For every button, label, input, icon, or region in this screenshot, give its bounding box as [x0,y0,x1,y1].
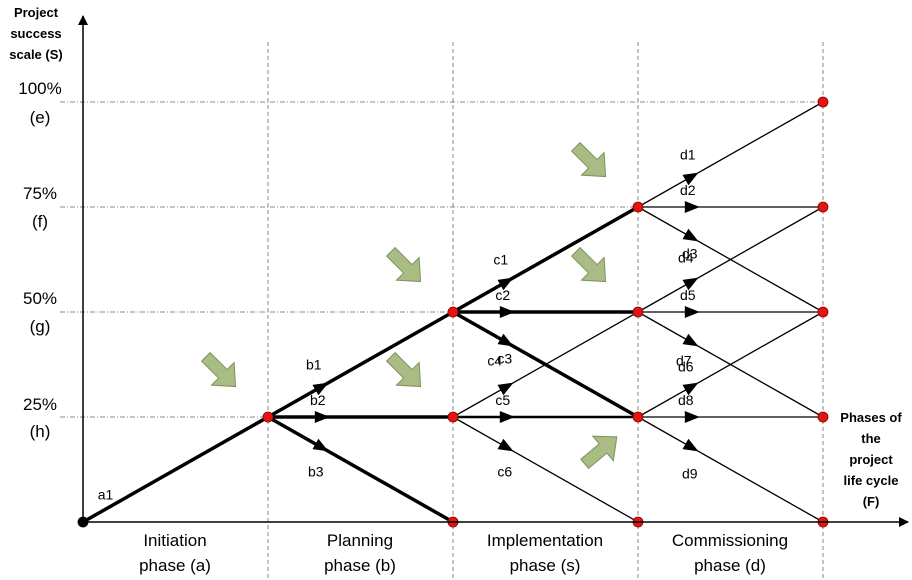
transition-b1 [266,310,455,419]
phase-name-initiation: Initiation [143,531,206,550]
x-axis-title-line: (F) [863,494,880,509]
decision-arrow-icon [385,246,422,283]
state-node [817,306,829,318]
level-value-75: 75% [23,184,57,203]
state-node [817,411,829,423]
arrowhead-d9 [682,438,699,452]
arrowhead-c5 [499,411,515,423]
arrowhead-d2 [684,201,700,213]
transition-b3 [266,415,455,524]
x-axis-title-line: the [861,431,881,446]
phase-name-implementation: Implementation [487,531,603,550]
phase-code-initiation: phase (a) [139,556,211,575]
transition-label-d3: d3 [682,245,698,261]
arrowhead-c2 [499,306,515,318]
arrowhead-c3 [497,333,514,347]
arrowhead-d5 [684,306,700,318]
arrowhead-b3 [312,438,329,452]
state-node [817,201,829,213]
y-axis-title: Project success scale (S) [9,5,62,62]
level-value-25: 25% [23,395,57,414]
phase-name-commissioning: Commissioning [672,531,788,550]
phase-code-commissioning: phase (d) [694,556,766,575]
transition-label-b1: b1 [306,357,322,373]
y-axis-title-line: Project [14,5,59,20]
transition-label-b2: b2 [310,392,326,408]
transition-label-d1: d1 [680,147,696,163]
phase-labels: Initiation phase (a) Planning phase (b) … [139,531,788,575]
transition-label-c3: c3 [497,350,512,366]
decision-arrows [200,141,618,470]
transition-label-c4: c4 [487,353,502,369]
level-value-100: 100% [18,79,61,98]
y-axis-title-line: success [10,26,61,41]
arrowhead-d6 [682,333,699,347]
transition-a1 [81,415,270,524]
transition-label-c2: c2 [495,287,510,303]
transition-label-d6: d6 [678,358,694,374]
transition-d7 [637,311,824,418]
guide-lines [60,42,824,580]
decision-arrow-icon [580,435,618,470]
transition-label-d4: d4 [678,250,694,266]
x-axis-title-line: project [849,452,893,467]
state-node [817,96,829,108]
decision-arrow-icon [570,141,607,178]
level-code-25: (h) [30,422,51,441]
transition-label-d5: d5 [680,287,696,303]
level-code-50: (g) [30,317,51,336]
level-labels: 100% (e) 75% (f) 50% (g) 25% (h) [18,79,61,441]
x-axis-title: Phases of the project life cycle (F) [840,410,902,509]
transition-label-d9: d9 [682,465,698,481]
arrowhead-c1 [497,277,514,291]
transition-d1 [637,101,824,208]
transition-label-a1: a1 [98,487,114,503]
transition-arrowheads [312,172,700,452]
arrowhead-d3 [682,228,699,242]
arrowhead-d1 [682,172,699,186]
transition-label-d8: d8 [678,392,694,408]
transition-label-d2: d2 [680,182,696,198]
level-code-75: (f) [32,212,48,231]
arrowhead-c4 [497,382,514,396]
decision-arrow-icon [200,351,237,388]
transition-c4 [452,311,639,418]
decision-arrow-icon [570,246,607,283]
phase-code-implementation: phase (s) [510,556,581,575]
state-node [632,201,644,213]
transition-d4 [637,206,824,313]
transition-d9 [637,416,824,523]
decision-arrow-icon [385,351,422,388]
state-node [262,411,274,423]
transition-lines [81,101,824,524]
arrowhead-d7 [682,382,699,396]
phase-code-planning: phase (b) [324,556,396,575]
phase-name-planning: Planning [327,531,393,550]
y-axis-title-line: scale (S) [9,47,62,62]
x-axis-title-line: Phases of [840,410,902,425]
arrowhead-d8 [684,411,700,423]
transition-label-c1: c1 [493,252,508,268]
state-node [447,306,459,318]
transition-label-c5: c5 [495,392,510,408]
x-axis-title-line: life cycle [844,473,899,488]
level-value-50: 50% [23,289,57,308]
level-code-100: (e) [30,108,51,127]
arrowhead-b1 [312,382,329,396]
state-node [632,306,644,318]
transition-label-c6: c6 [497,463,512,479]
transition-label-d7: d7 [676,353,692,369]
transition-label-b3: b3 [308,463,324,479]
state-node [447,411,459,423]
arrowhead-d4 [682,277,699,291]
arrowhead-c6 [497,438,514,452]
state-node [632,411,644,423]
arrowhead-b2 [314,411,330,423]
transition-c1 [451,205,640,314]
transition-c6 [452,416,639,523]
